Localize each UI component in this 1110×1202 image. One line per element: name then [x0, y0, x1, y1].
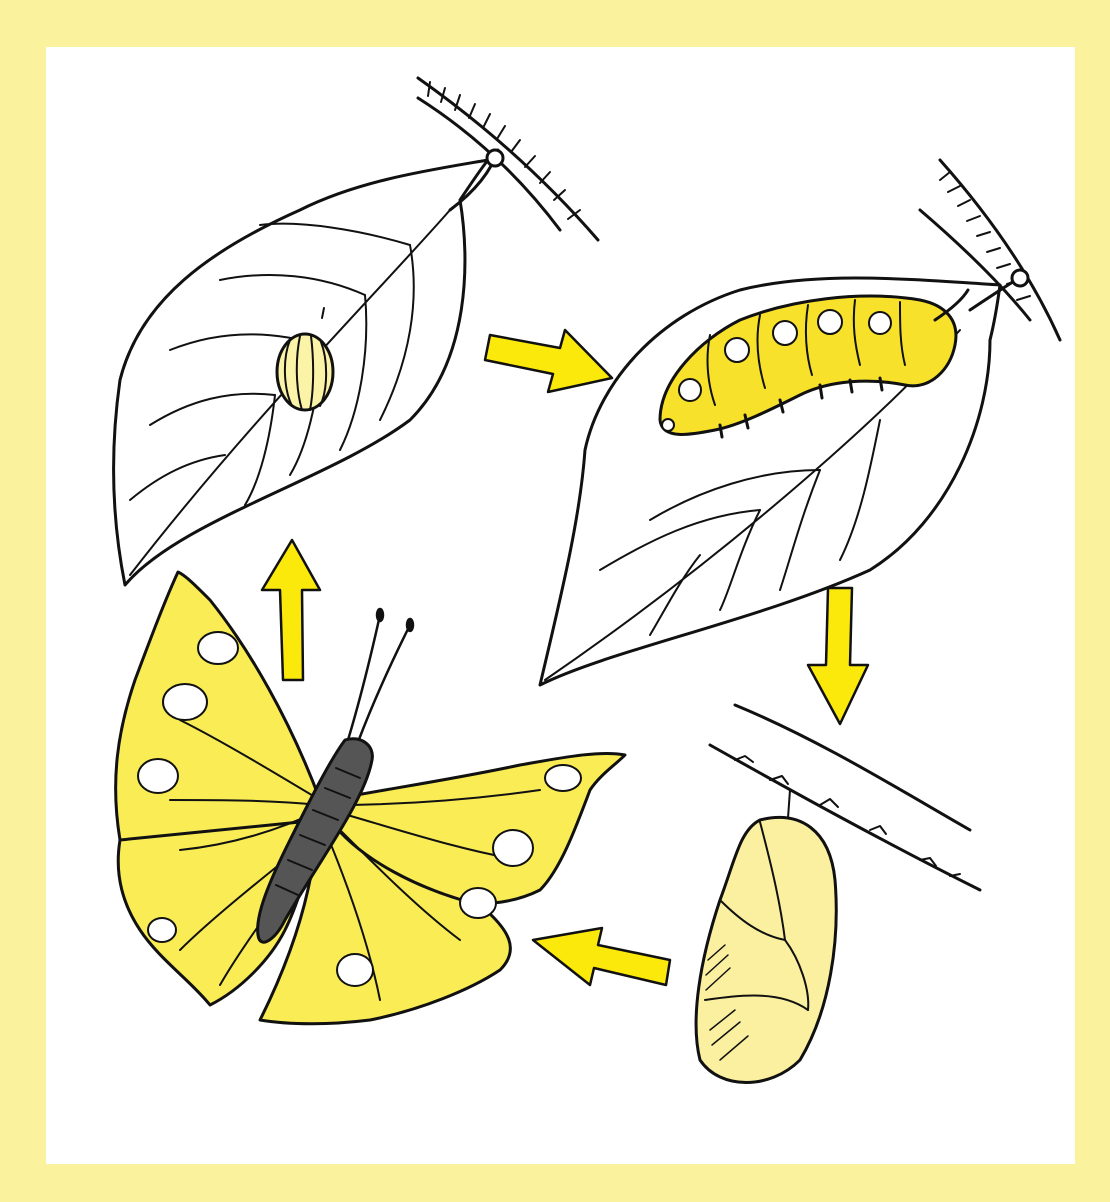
- caterpillar-eye: [662, 419, 674, 431]
- caterpillar-leaf-stem-tip: [1012, 270, 1028, 286]
- egg-leaf-stem-tip: [487, 150, 503, 166]
